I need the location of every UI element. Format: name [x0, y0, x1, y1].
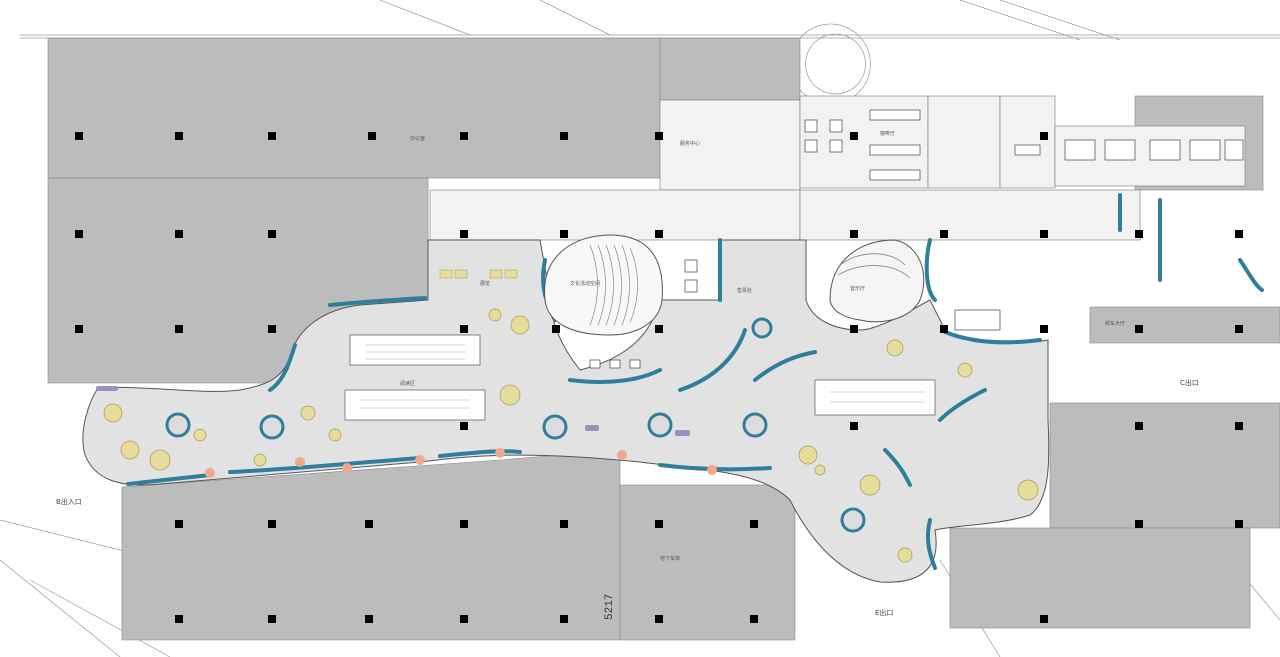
service-center-label: 服务中心: [680, 140, 700, 147]
purple-accents: [96, 386, 690, 436]
dimension-label: 5217: [604, 594, 616, 620]
round-pods: [165, 317, 866, 533]
display-bars: [439, 269, 518, 279]
cultural-space: 文化活动空间: [544, 234, 663, 336]
cafe-label: 咖啡厅: [880, 130, 895, 137]
entrance-b-label: B出入口: [56, 497, 82, 506]
orange-accents: [205, 448, 717, 478]
cultural-space-label: 文化活动空间: [570, 280, 600, 287]
reading-label: 阅读区: [400, 380, 415, 387]
office-label: 办公室: [410, 135, 425, 142]
blue-walls: [126, 193, 1264, 570]
cafe-tables: [589, 109, 1244, 369]
building-masses: [47, 37, 1280, 641]
waiting-label: 候车大厅: [1105, 320, 1125, 327]
public-floor: [82, 239, 1050, 583]
exhibit-label: 展览: [480, 280, 490, 287]
entrance-e-label: E出口: [875, 608, 893, 617]
seating-circles: [103, 308, 1039, 563]
entrance-c-label: C出口: [1180, 378, 1199, 387]
parking-label: 地下车库: [660, 555, 680, 562]
theatre-structure: 音乐厅: [829, 239, 925, 323]
ticket-label: 售票处: [737, 287, 752, 294]
escalators: [344, 334, 936, 421]
structural-columns: [75, 132, 1243, 623]
music-room-label: 音乐厅: [850, 285, 865, 292]
